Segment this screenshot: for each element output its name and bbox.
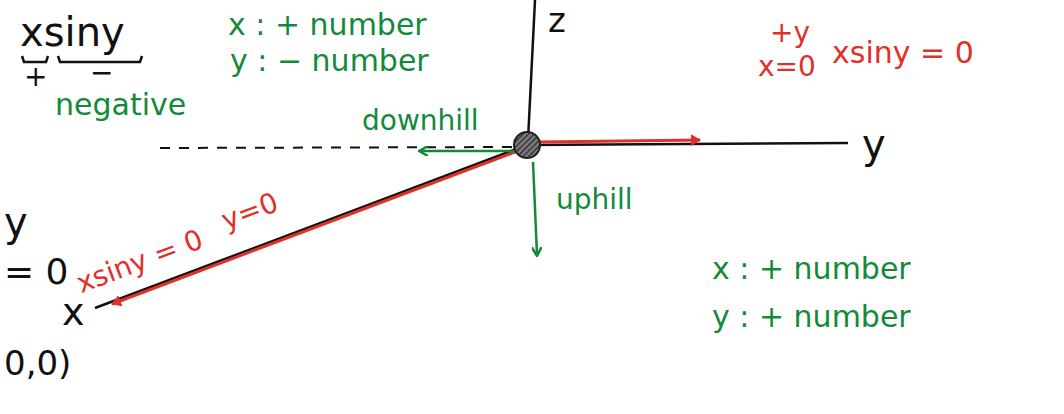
note: y=0 [218, 187, 283, 236]
uphill-arrow [533, 162, 537, 255]
cut-off-text: 0,0) [4, 345, 71, 382]
axis-label: z [548, 2, 566, 39]
direction-label: downhill [362, 106, 479, 137]
note: x : + number [712, 252, 911, 285]
note: xsiny = 0 [73, 224, 208, 299]
note: +y [770, 18, 810, 49]
note: y : + number [712, 300, 911, 333]
axis-label: x [62, 292, 85, 334]
red-arrow [540, 140, 700, 142]
x-axis [95, 145, 527, 308]
origin-point [514, 132, 540, 158]
note: xsiny = 0 [832, 36, 974, 69]
sign-note: − [90, 58, 113, 89]
cut-off-text: = 0 [4, 252, 69, 292]
note: negative [55, 88, 186, 121]
sign-note: + [24, 62, 47, 93]
note: y : − number [230, 44, 429, 77]
expression: xsiny [20, 10, 125, 54]
dashed-line [160, 147, 515, 148]
cut-off-text: y [4, 200, 28, 244]
downhill-arrow [420, 150, 516, 153]
note: x : + number [228, 8, 427, 41]
note: x=0 [758, 52, 816, 83]
z-axis [528, 0, 535, 140]
red-arrow [112, 150, 520, 304]
y-axis [527, 143, 848, 145]
axis-label: y [862, 122, 886, 166]
direction-label: uphill [556, 185, 633, 216]
